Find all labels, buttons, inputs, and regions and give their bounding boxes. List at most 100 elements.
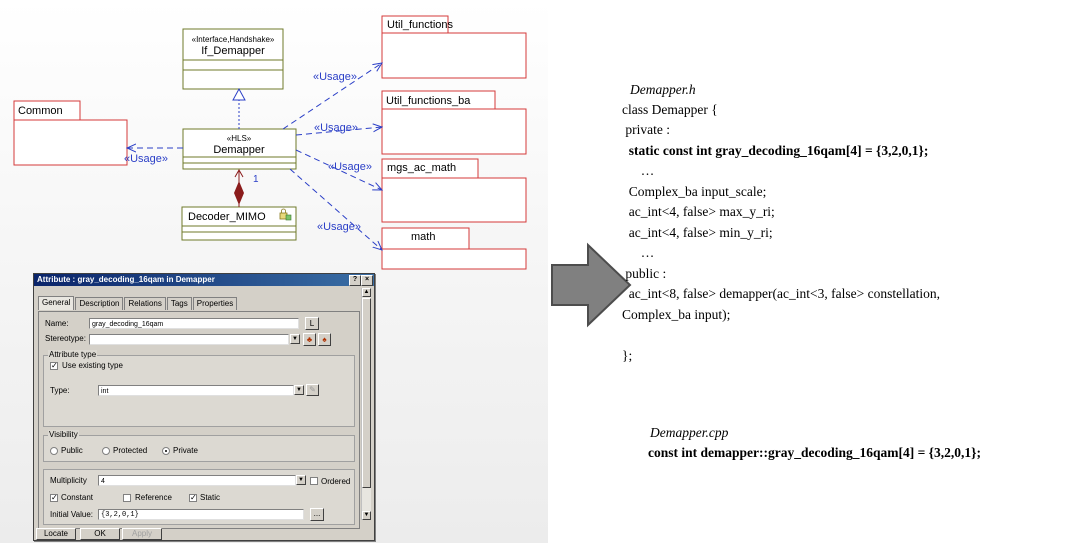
reference-checkbox[interactable] bbox=[123, 494, 131, 502]
tab-tags[interactable]: Tags bbox=[166, 297, 192, 310]
class-if-demapper[interactable]: «Interface,Handshake» If_Demapper bbox=[182, 28, 284, 90]
package-label: mgs_ac_math bbox=[387, 162, 456, 174]
browse-stereotype-icon[interactable]: ♣ bbox=[303, 333, 316, 346]
code-line: class Demapper { bbox=[622, 102, 718, 117]
visibility-group: Visibility Public Protected Private bbox=[43, 430, 355, 462]
code-line: ac_int<4, false> max_y_ri; bbox=[622, 204, 775, 219]
package-label: Common bbox=[18, 105, 63, 117]
ellipsis-button[interactable]: ... bbox=[310, 508, 324, 521]
scroll-up-icon[interactable]: ▲ bbox=[362, 288, 371, 297]
reference-label: Reference bbox=[135, 493, 172, 502]
private-label: Private bbox=[173, 446, 198, 455]
edit-type-icon[interactable]: ✎ bbox=[306, 384, 319, 396]
protected-label: Protected bbox=[113, 446, 148, 455]
public-label: Public bbox=[61, 446, 83, 455]
code-line-static-decl: static const int gray_decoding_16qam[4] … bbox=[622, 143, 929, 158]
ordered-label: Ordered bbox=[321, 477, 351, 486]
code-line: }; bbox=[622, 348, 633, 363]
name-label: Name: bbox=[45, 319, 69, 328]
ok-button[interactable]: OK bbox=[80, 528, 120, 540]
constant-label: Constant bbox=[61, 493, 94, 502]
close-icon[interactable]: × bbox=[361, 275, 373, 286]
type-label: Type: bbox=[50, 386, 70, 395]
apply-button[interactable]: Apply bbox=[122, 528, 162, 540]
name-field[interactable]: gray_decoding_16qam bbox=[89, 318, 299, 329]
dialog-scrollbar[interactable]: ▲ ▼ bbox=[361, 288, 371, 520]
package-common[interactable]: Common bbox=[13, 100, 128, 166]
realization-arrowhead bbox=[232, 87, 246, 101]
multiplicity-label: Multiplicity bbox=[50, 476, 87, 485]
tab-description[interactable]: Description bbox=[75, 297, 124, 310]
multiplicity-label: 1 bbox=[253, 174, 259, 185]
tab-relations[interactable]: Relations bbox=[124, 297, 166, 310]
radio-public[interactable] bbox=[50, 447, 58, 455]
lock-icon bbox=[279, 208, 292, 221]
code-line: private : bbox=[622, 122, 670, 137]
usage-arrow bbox=[295, 127, 382, 136]
code-line: ac_int<8, false> demapper(ac_int<3, fals… bbox=[622, 286, 940, 301]
class-name: If_Demapper bbox=[201, 45, 265, 57]
static-label: Static bbox=[200, 493, 221, 502]
usage-arrow bbox=[289, 168, 382, 250]
scroll-thumb[interactable] bbox=[362, 298, 371, 488]
right-arrow-icon bbox=[551, 242, 632, 328]
group-title: Visibility bbox=[48, 430, 79, 439]
l-button[interactable]: L bbox=[305, 317, 319, 330]
code-line: public : bbox=[622, 266, 667, 281]
composition-diamond bbox=[234, 181, 244, 205]
locate-button[interactable]: Locate bbox=[36, 528, 76, 540]
constant-checkbox[interactable]: ✓ bbox=[50, 493, 58, 502]
stereotype-field[interactable] bbox=[89, 334, 289, 345]
package-label: Util_functions bbox=[387, 19, 454, 31]
attribute-dialog: Attribute : gray_decoding_16qam in Demap… bbox=[33, 273, 375, 541]
usage-label: «Usage» bbox=[124, 153, 168, 165]
stereotype-dropdown-icon[interactable]: ▼ bbox=[290, 334, 300, 344]
usage-label: «Usage» bbox=[314, 122, 358, 134]
radio-protected[interactable] bbox=[102, 447, 110, 455]
package-math[interactable]: math bbox=[381, 227, 527, 270]
tab-strip: General Description Relations Tags Prope… bbox=[38, 296, 238, 311]
dialog-title-bar[interactable]: Attribute : gray_decoding_16qam in Demap… bbox=[34, 274, 374, 286]
usage-label: «Usage» bbox=[328, 161, 372, 173]
use-existing-type-label: Use existing type bbox=[62, 361, 123, 370]
ordered-checkbox[interactable] bbox=[310, 477, 318, 485]
multiplicity-dropdown-icon[interactable]: ▼ bbox=[296, 475, 306, 485]
code-line: ac_int<4, false> min_y_ri; bbox=[622, 225, 773, 240]
package-util-functions[interactable]: Util_functions bbox=[381, 15, 527, 79]
general-tab-panel: Name: gray_decoding_16qam L Stereotype: … bbox=[38, 311, 360, 529]
dialog-title: Attribute : gray_decoding_16qam in Demap… bbox=[37, 275, 215, 284]
multiplicity-group: Multiplicity 4 ▼ Ordered ✓ Constant Refe… bbox=[43, 469, 355, 525]
tab-general[interactable]: General bbox=[38, 296, 75, 310]
package-label: math bbox=[411, 231, 435, 243]
class-demapper[interactable]: «HLS» Demapper bbox=[182, 128, 297, 170]
usage-label: «Usage» bbox=[317, 221, 361, 233]
uml-class-diagram: Util_functions Util_functions_ba mgs_ac_… bbox=[13, 15, 527, 270]
type-field[interactable]: int bbox=[98, 385, 294, 396]
package-label: Util_functions_ba bbox=[386, 95, 471, 107]
code-line: … bbox=[634, 245, 655, 260]
package-util-functions-ba[interactable]: Util_functions_ba bbox=[381, 90, 527, 155]
class-name: Decoder_MIMO bbox=[188, 211, 266, 223]
code-line: Complex_ba input); bbox=[622, 307, 731, 322]
usage-arrow bbox=[295, 149, 382, 190]
code-line: Complex_ba input_scale; bbox=[622, 184, 767, 199]
stereotype-label: «HLS» bbox=[227, 134, 252, 143]
help-icon[interactable]: ? bbox=[349, 275, 361, 286]
new-stereotype-icon[interactable]: ♠ bbox=[318, 333, 331, 346]
type-dropdown-icon[interactable]: ▼ bbox=[294, 385, 304, 395]
code-line: … bbox=[634, 163, 655, 178]
attribute-type-group: Attribute type ✓ Use existing type Type:… bbox=[43, 350, 355, 427]
initial-value-field[interactable]: {3,2,0,1} bbox=[98, 509, 304, 520]
package-mgs-ac-math[interactable]: mgs_ac_math bbox=[381, 158, 527, 223]
use-existing-type-checkbox[interactable]: ✓ bbox=[50, 361, 58, 370]
scroll-down-icon[interactable]: ▼ bbox=[362, 511, 371, 520]
tab-properties[interactable]: Properties bbox=[192, 297, 238, 310]
initial-value-label: Initial Value: bbox=[50, 510, 93, 519]
static-checkbox[interactable]: ✓ bbox=[189, 493, 197, 502]
usage-label: «Usage» bbox=[313, 71, 357, 83]
class-name: Demapper bbox=[213, 144, 265, 156]
multiplicity-field[interactable]: 4 bbox=[98, 475, 296, 486]
cpp-filename: Demapper.cpp bbox=[650, 425, 729, 440]
class-decoder-mimo[interactable]: Decoder_MIMO bbox=[181, 206, 297, 241]
radio-private[interactable] bbox=[162, 447, 170, 455]
